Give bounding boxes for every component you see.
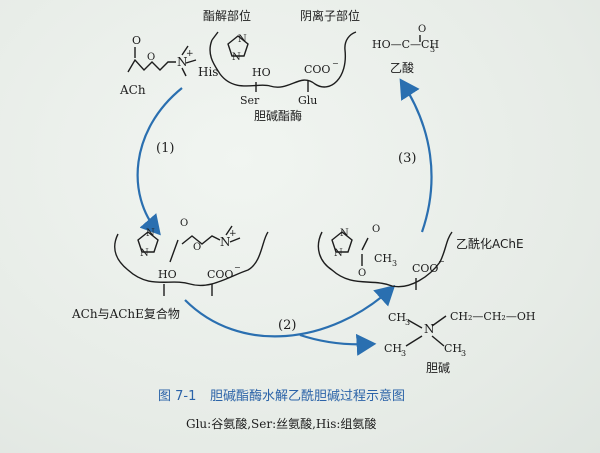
figure-title: 胆碱酯酶水解乙酰胆碱过程示意图 xyxy=(210,388,405,404)
acetic-acid-formula: HO—C—CH xyxy=(372,38,439,51)
choline-label: 胆碱 xyxy=(426,361,450,375)
ser-label: Ser xyxy=(240,94,260,107)
complex-coo: COO xyxy=(207,268,233,281)
choline-chain: CH₂—CH₂—OH xyxy=(450,310,535,323)
acetic-acid-label: 乙酸 xyxy=(390,60,414,75)
anion-site-label: 阴离子部位 xyxy=(300,8,360,23)
complex-ho: HO xyxy=(158,268,177,281)
svg-text:3: 3 xyxy=(430,45,435,54)
acetyl-ch3: CH xyxy=(374,252,392,265)
svg-text:3: 3 xyxy=(405,318,410,327)
complex-label: ACh与AChE复合物 xyxy=(71,306,180,321)
step-3-label: (3) xyxy=(398,151,416,166)
acetic-acid: O HO—C—CH 3 乙酸 xyxy=(372,24,439,75)
complex-carbonyl-o: O xyxy=(180,218,188,229)
ache-label: 胆碱酯酶 xyxy=(254,108,302,123)
ester-site-label: 酯解部位 xyxy=(203,8,251,23)
step-1-label: (1) xyxy=(156,141,174,156)
choline-ch3-left: CH xyxy=(384,342,402,355)
complex-n-plus: N xyxy=(220,235,231,249)
his-n-bottom: N xyxy=(232,52,241,63)
glu-label: Glu xyxy=(298,94,317,107)
ser-ho: HO xyxy=(252,66,271,79)
choline-n: N xyxy=(424,322,435,336)
figure-number: 图 7-1 xyxy=(158,389,196,404)
arrow-step-1 xyxy=(136,87,183,236)
acetyl-carbonyl-o: O xyxy=(372,224,380,235)
ach-ache-complex: N N O O N + HO COO − ACh与AChE复合物 xyxy=(71,218,269,321)
ach-n-plus: N xyxy=(177,55,188,69)
acetyl-ester-o: O xyxy=(358,268,366,279)
choline-ch3-right: CH xyxy=(444,342,462,355)
svg-text:−: − xyxy=(332,59,339,68)
complex-n-bottom: N xyxy=(140,248,149,259)
svg-text:3: 3 xyxy=(401,349,406,358)
acetyl-coo: COO xyxy=(412,262,438,275)
complex-ester-o: O xyxy=(193,242,201,253)
svg-text:+: + xyxy=(186,49,194,59)
figure-note: Glu:谷氨酸,Ser:丝氨酸,His:组氨酸 xyxy=(186,416,376,431)
ach-label: ACh xyxy=(119,83,146,97)
svg-text:3: 3 xyxy=(392,259,397,268)
svg-text:−: − xyxy=(234,263,241,272)
svg-text:3: 3 xyxy=(461,349,466,358)
acetyl-n-top: N xyxy=(340,228,349,239)
ach-molecule: O O N + ACh xyxy=(119,34,197,97)
his-n-top: N xyxy=(238,34,247,45)
arrow-step-3 xyxy=(399,78,433,233)
coo-top: COO xyxy=(304,63,330,76)
arrow-step-2-branch xyxy=(299,333,377,356)
acetyl-n-bottom: N xyxy=(334,248,343,259)
svg-text:−: − xyxy=(438,257,445,266)
step-2-label: (2) xyxy=(278,318,296,333)
acetic-acid-o: O xyxy=(418,24,426,35)
ache-enzyme: N N His HO COO − Ser Glu 胆碱酯酶 xyxy=(198,31,357,123)
choline-ch3-top: CH xyxy=(388,311,406,324)
acetyl-ache: N N O CH 3 O COO − 乙酰化AChE xyxy=(317,224,524,290)
his-label: His xyxy=(198,65,218,79)
svg-text:+: + xyxy=(229,229,237,239)
ach-ester-o: O xyxy=(147,52,155,63)
choline: CH 3 N CH₂—CH₂—OH CH 3 CH 3 胆碱 xyxy=(384,310,535,375)
ach-carbonyl-o: O xyxy=(132,34,141,47)
complex-n-top: N xyxy=(146,228,155,239)
acetyl-ache-label: 乙酰化AChE xyxy=(456,237,524,251)
arrow-step-2 xyxy=(184,285,396,338)
